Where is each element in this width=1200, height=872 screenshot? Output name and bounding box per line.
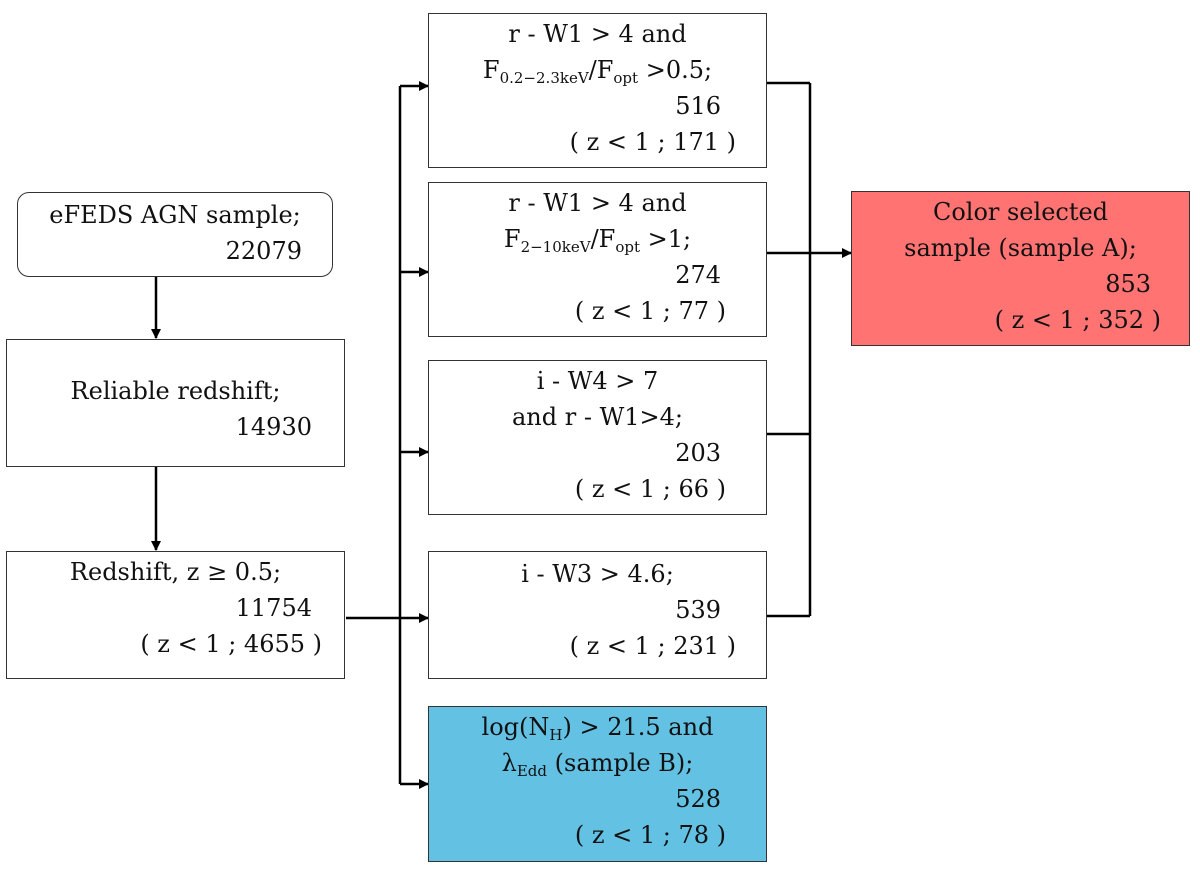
node-reliable-redshift: Reliable redshift; 14930 [6,339,345,467]
sample-b-count: 528 [675,785,721,813]
reliable-label: Reliable redshift; [70,377,281,405]
sel4-lowz: ( z < 1 ; 231 ) [569,632,736,660]
sample-a-line1: Color selected [932,198,1109,226]
node-selection-3: i - W4 > 7 and r - W1>4; 203 ( z < 1 ; 6… [428,360,767,515]
redshift-label: Redshift, z ≥ 0.5; [69,558,282,586]
sample-a-line2: sample (sample A); [904,234,1137,262]
sel1-lowz: ( z < 1 ; 171 ) [569,128,736,156]
sel2-lowz: ( z < 1 ; 77 ) [574,297,726,325]
sel1-count: 516 [675,92,721,120]
sample-b-line2: λEdd (sample B); [501,749,694,780]
node-efeds-sample: eFEDS AGN sample; 22079 [17,192,333,277]
node-redshift-cut: Redshift, z ≥ 0.5; 11754 ( z < 1 ; 4655 … [6,551,345,679]
sel2-flux-ratio: F2−10keV/Fopt >1; [503,225,692,256]
node-selection-4: i - W3 > 4.6; 539 ( z < 1 ; 231 ) [428,551,767,679]
sel3-line1: i - W4 > 7 [536,367,659,395]
sample-b-line1: log(NH) > 21.5 and [481,713,714,744]
sample-a-lowz: ( z < 1 ; 352 ) [994,306,1161,334]
node-sample-a: Color selected sample (sample A); 853 ( … [851,191,1190,346]
sample-a-count: 853 [1105,270,1151,298]
node-sample-b: log(NH) > 21.5 and λEdd (sample B); 528 … [428,706,767,862]
sel4-count: 539 [675,596,721,624]
sel3-count: 203 [675,439,721,467]
sel2-line1: r - W1 > 4 and [508,189,687,217]
efeds-label: eFEDS AGN sample; [49,201,301,229]
reliable-count: 14930 [235,413,312,441]
redshift-count: 11754 [235,594,312,622]
node-selection-2: r - W1 > 4 and F2−10keV/Fopt >1; 274 ( z… [428,182,767,337]
redshift-lowz: ( z < 1 ; 4655 ) [140,630,322,658]
node-selection-1: r - W1 > 4 and F0.2−2.3keV/Fopt >0.5; 51… [428,13,767,168]
sel3-lowz: ( z < 1 ; 66 ) [574,475,726,503]
sel2-count: 274 [675,261,721,289]
sel1-flux-ratio: F0.2−2.3keV/Fopt >0.5; [482,56,713,87]
sel3-line2: and r - W1>4; [512,403,683,431]
efeds-count: 22079 [225,237,302,265]
sel4-line1: i - W3 > 4.6; [521,560,674,588]
sel1-line1: r - W1 > 4 and [508,20,687,48]
sample-b-lowz: ( z < 1 ; 78 ) [574,821,726,849]
